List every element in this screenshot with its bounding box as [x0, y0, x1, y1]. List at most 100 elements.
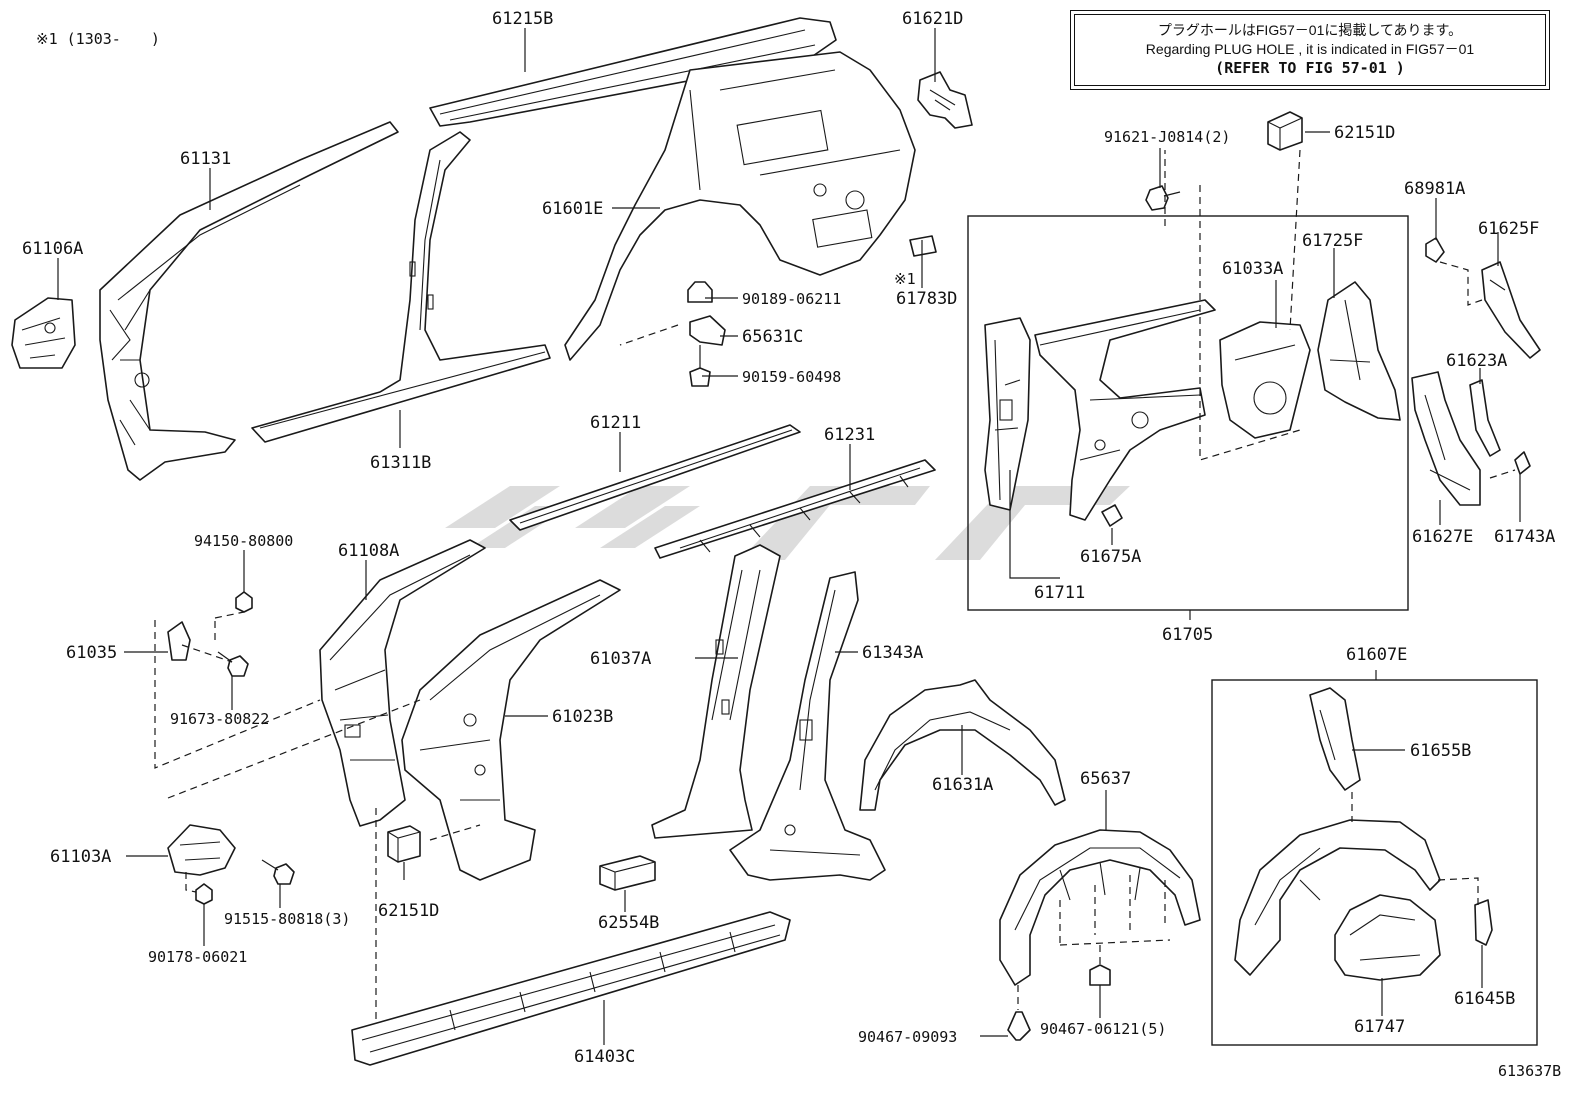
label-61621d: 61621D — [902, 9, 963, 29]
group-box-61607e — [1211, 679, 1538, 1046]
part-91515-bolt — [261, 859, 295, 885]
part-61631a-wheel-liner — [859, 679, 1066, 811]
part-61725f-extension — [1317, 281, 1401, 421]
leader-lines — [57, 28, 1521, 1045]
label-91621-j0814: 91621-J0814(2) — [1104, 128, 1230, 146]
label-61108a: 61108A — [338, 541, 399, 561]
part-91673-bolt — [217, 651, 249, 677]
part-68981a-clip — [1425, 237, 1445, 263]
part-61783d-piece — [909, 235, 937, 257]
label-61033a: 61033A — [1222, 259, 1283, 279]
part-61743a-clip — [1514, 451, 1531, 475]
label-61623a: 61623A — [1446, 351, 1507, 371]
label-61655b: 61655B — [1410, 741, 1471, 761]
label-61343a: 61343A — [862, 643, 923, 663]
label-61627e: 61627E — [1412, 527, 1473, 547]
toyota-watermark-graphic — [445, 486, 1130, 560]
part-90467-09093-clip — [1007, 1011, 1031, 1041]
part-94150-nut — [235, 591, 253, 613]
label-62151d-top: 62151D — [1334, 123, 1395, 143]
range-note: ※1 (1303- ) — [36, 30, 160, 48]
part-62554b-pad — [599, 855, 656, 891]
part-61035-bracket — [167, 621, 191, 661]
label-61106a: 61106A — [22, 239, 83, 259]
label-61705: 61705 — [1162, 625, 1213, 645]
label-61023b: 61023B — [552, 707, 613, 727]
label-90467-06121: 90467-06121(5) — [1040, 1020, 1166, 1038]
label-90467-09093: 90467-09093 — [858, 1028, 957, 1046]
label-62554b: 62554B — [598, 913, 659, 933]
label-61037a: 61037A — [590, 649, 651, 669]
part-61711-pillar-inner — [984, 317, 1031, 511]
label-61231: 61231 — [824, 425, 875, 445]
label-61783d: 61783D — [896, 289, 957, 309]
label-61625f: 61625F — [1478, 219, 1539, 239]
part-61621d-bracket — [917, 71, 973, 129]
label-91515-80818: 91515-80818(3) — [224, 910, 350, 928]
label-90189-06211: 90189-06211 — [742, 290, 841, 308]
dashed-lines — [154, 149, 1516, 1020]
part-61343a-center-pillar-inner — [729, 571, 886, 881]
label-61103a: 61103A — [50, 847, 111, 867]
label-68981a: 68981A — [1404, 179, 1465, 199]
figure-code: 613637B — [1498, 1062, 1561, 1080]
label-94150-80800: 94150-80800 — [194, 532, 293, 550]
part-61725f-wheelhouse-inner — [1219, 321, 1311, 439]
label-61311b: 61311B — [370, 453, 431, 473]
part-65637-wheel-liner — [999, 829, 1201, 986]
part-61403c-rocker — [351, 911, 791, 1066]
part-61103a-bracket — [167, 824, 236, 876]
part-61131-front-pillar — [99, 121, 399, 481]
part-61625f-bracket — [1481, 261, 1541, 359]
part-61211-roof-rail-lower — [509, 424, 801, 531]
part-61311b-side-member — [251, 131, 551, 443]
part-61023b-apron — [401, 579, 621, 881]
part-90467-06121-clip — [1089, 964, 1111, 986]
label-61131: 61131 — [180, 149, 231, 169]
label-61631a: 61631A — [932, 775, 993, 795]
label-61743a: 61743A — [1494, 527, 1555, 547]
part-clip-group-center — [687, 281, 726, 387]
label-90178-06021: 90178-06021 — [148, 948, 247, 966]
part-61033a-inner-panel — [1034, 299, 1216, 521]
label-61711: 61711 — [1034, 583, 1085, 603]
label-61607e: 61607E — [1346, 645, 1407, 665]
part-61601e-quarter-panel — [564, 51, 916, 361]
notice-line-jp: プラグホールはFIG57－01に掲載してあります。 — [1157, 22, 1463, 38]
plug-hole-notice: プラグホールはFIG57－01に掲載してあります。 Regarding PLUG… — [1070, 10, 1550, 90]
label-61211: 61211 — [590, 413, 641, 433]
part-61607e-wheelhouse — [1234, 819, 1441, 976]
part-61108a-pillar-inner — [319, 539, 486, 827]
part-61623a-trim — [1469, 379, 1501, 457]
group-box-61705 — [967, 215, 1409, 611]
notice-line-en: Regarding PLUG HOLE , it is indicated in… — [1145, 41, 1475, 57]
label-62151d-bottom: 62151D — [378, 901, 439, 921]
part-61215b-roof-rail — [429, 17, 837, 127]
label-61601e: 61601E — [542, 199, 603, 219]
label-65637: 65637 — [1080, 769, 1131, 789]
notice-reference: (REFER TO FIG 57-01 ) — [1215, 59, 1405, 77]
part-61106a-bracket — [11, 297, 76, 369]
part-61645b-bracket — [1474, 899, 1493, 946]
label-61747: 61747 — [1354, 1017, 1405, 1037]
label-61675a: 61675A — [1080, 547, 1141, 567]
part-61675a-clip — [1101, 504, 1123, 527]
part-labels: 61215B 61621D 61131 61106A 61601E 61311B… — [22, 9, 1561, 1080]
label-61403c: 61403C — [574, 1047, 635, 1067]
part-61231-roof-rail-inner — [654, 459, 936, 559]
part-61037a-center-pillar — [651, 544, 781, 839]
label-61645b: 61645B — [1454, 989, 1515, 1009]
label-note-mark: ※1 — [894, 270, 916, 288]
label-61035: 61035 — [66, 643, 117, 663]
label-90159-60498: 90159-60498 — [742, 368, 841, 386]
part-61747-liner — [1334, 894, 1441, 981]
label-91673-80822: 91673-80822 — [170, 710, 269, 728]
label-65631c: 65631C — [742, 327, 803, 347]
part-91621-bolt — [1145, 185, 1181, 211]
label-61725f: 61725F — [1302, 231, 1363, 251]
label-61215b: 61215B — [492, 9, 553, 29]
part-62151d-pad-bottom — [387, 825, 421, 863]
part-61655b-extension — [1309, 687, 1361, 791]
